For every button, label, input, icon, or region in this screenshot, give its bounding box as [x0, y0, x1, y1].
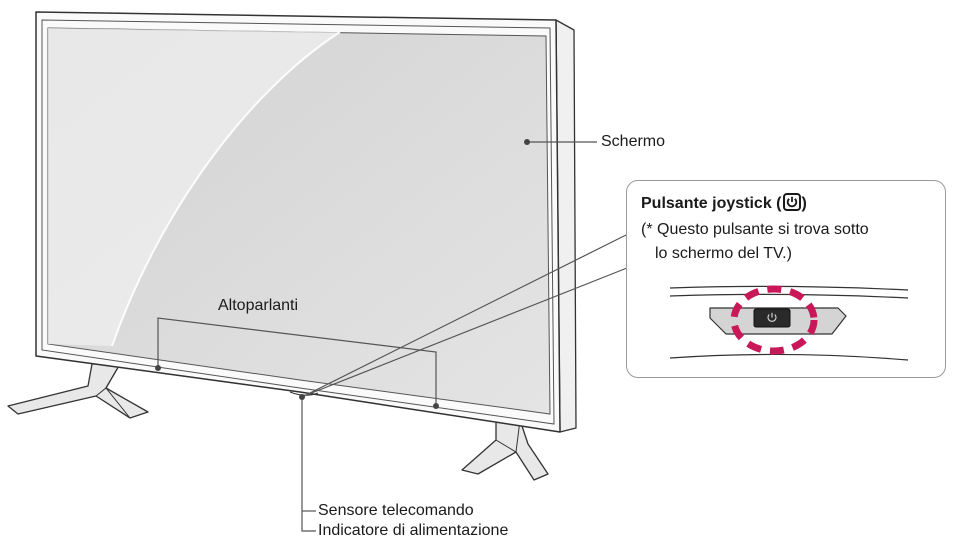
left-stand — [7, 363, 149, 419]
joystick-detail — [669, 285, 908, 361]
joystick-title-close: ) — [801, 195, 807, 212]
screen-label: Schermo — [601, 133, 666, 150]
joystick-note: (* Questo pulsante si trova sotto lo sch… — [641, 218, 941, 266]
joystick-title-text: Pulsante joystick ( — [641, 195, 782, 212]
power-icon — [782, 193, 801, 211]
speakers-label: Altoparlanti — [218, 297, 299, 314]
tv-body — [35, 11, 577, 433]
leader-lines — [157, 141, 633, 532]
joystick-note-line1: (* Questo pulsante si trova sotto — [641, 221, 869, 238]
joystick-note-line2: lo schermo del TV.) — [655, 245, 792, 262]
right-stand — [461, 419, 549, 481]
joystick-callout: Pulsante joystick ( ) (* Questo pulsante… — [626, 180, 946, 378]
joystick-title: Pulsante joystick ( ) — [641, 193, 807, 213]
remote-sensor-label: Sensore telecomando — [318, 502, 474, 519]
power-indicator-label: Indicatore di alimentazione — [318, 522, 509, 539]
leader-dots — [155, 139, 530, 409]
joystick-highlight — [730, 285, 817, 354]
